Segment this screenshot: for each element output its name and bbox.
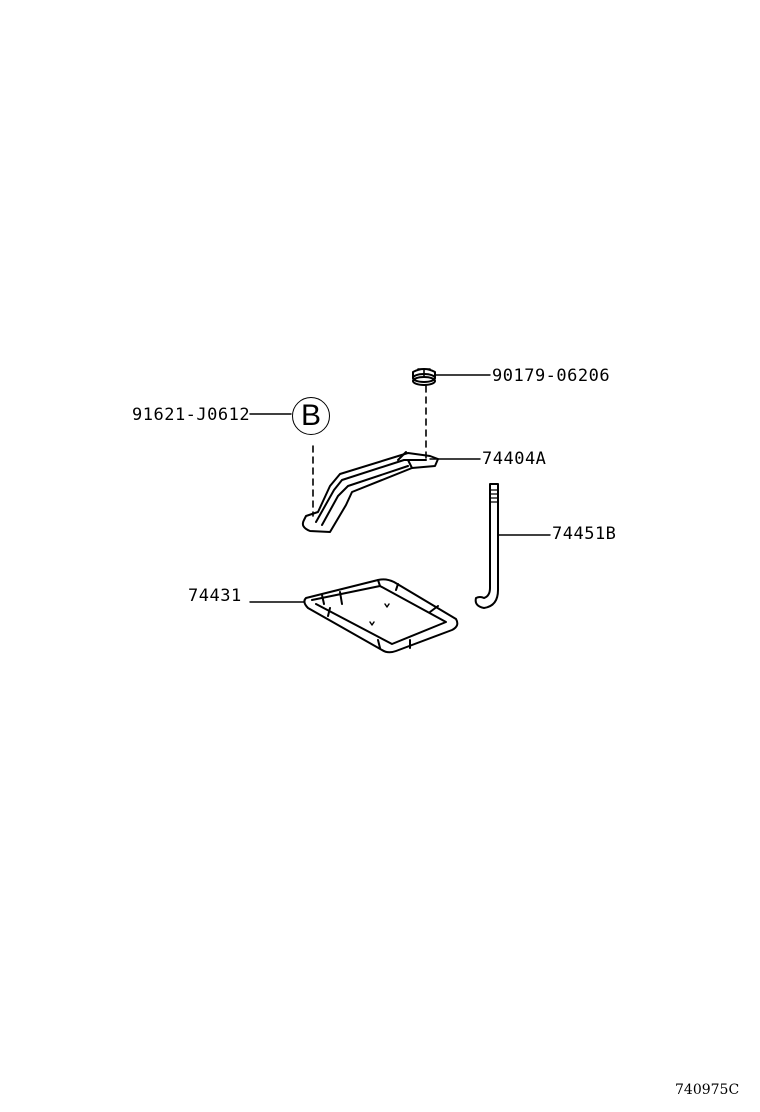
part-label-90179-06206[interactable]: 90179-06206: [492, 366, 611, 386]
callout-b-circle[interactable]: B: [292, 397, 330, 435]
diagram-reference-code: 740975C: [675, 1082, 740, 1098]
battery-tray-icon[interactable]: [303, 578, 459, 654]
part-label-74404a[interactable]: 74404A: [482, 449, 547, 469]
part-label-74451b[interactable]: 74451B: [552, 524, 617, 544]
nut-bolt-icon[interactable]: [412, 368, 436, 386]
part-label-74431[interactable]: 74431: [188, 586, 242, 606]
callout-b-letter: B: [300, 399, 321, 432]
j-hook-bolt-icon[interactable]: [474, 483, 499, 609]
part-label-91621-j0612[interactable]: 91621-J0612: [132, 405, 251, 425]
battery-clamp-icon[interactable]: [301, 451, 439, 533]
